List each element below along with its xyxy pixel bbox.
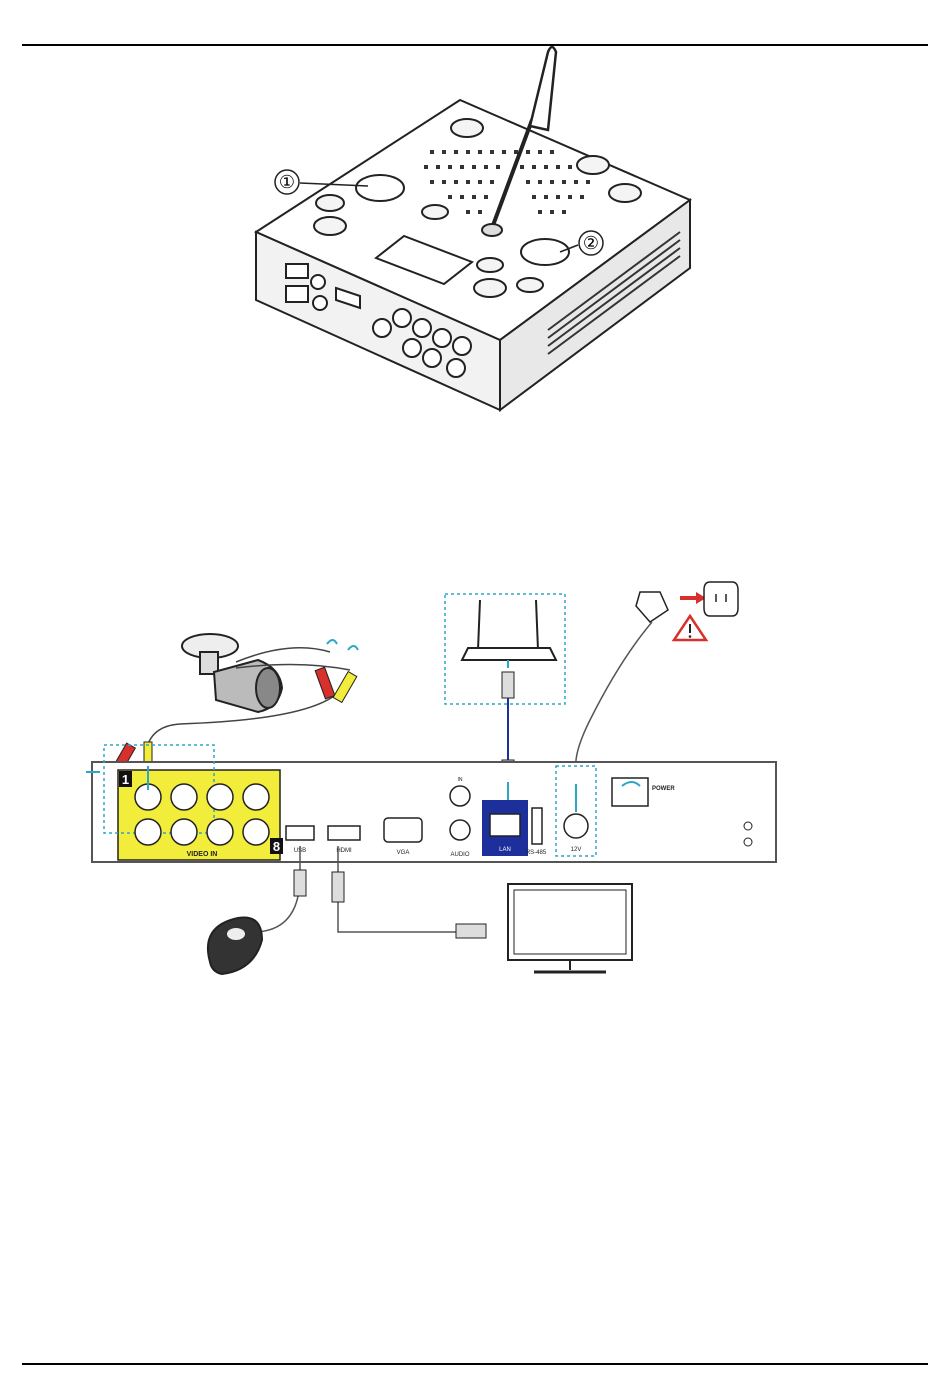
warning-icon — [674, 616, 706, 640]
rs485-port — [532, 808, 542, 844]
hdmi-port — [328, 826, 360, 840]
router-icon — [462, 600, 556, 660]
audio-label: AUDIO — [450, 852, 469, 858]
rs485-label: RS-485 — [526, 850, 547, 856]
wall-outlet-icon — [704, 582, 738, 616]
vga-port — [384, 818, 422, 842]
bottom-rule — [22, 1363, 928, 1365]
lan-label: LAN — [499, 847, 511, 853]
channel-first-label: 1 — [122, 772, 129, 787]
camera-icon — [182, 634, 282, 712]
channel-last-label: 8 — [273, 839, 280, 854]
connection-diagram: 1 8 VIDEO IN USB HDMI VGA IN AUDIO LAN R… — [0, 0, 950, 1000]
mouse-icon — [208, 917, 262, 974]
power-in-label: 12V — [571, 847, 582, 853]
usb-port — [286, 826, 314, 840]
lan-port — [490, 814, 520, 836]
power-in-port — [564, 814, 588, 838]
audio-in-port — [450, 786, 470, 806]
power-adapter-icon — [576, 592, 668, 768]
vga-label: VGA — [397, 850, 410, 856]
power-switch-label: POWER — [652, 786, 675, 792]
monitor-icon — [508, 884, 632, 972]
video-in-label: VIDEO IN — [187, 851, 218, 858]
audio-in-label: IN — [458, 777, 463, 783]
audio-out-port — [450, 820, 470, 840]
